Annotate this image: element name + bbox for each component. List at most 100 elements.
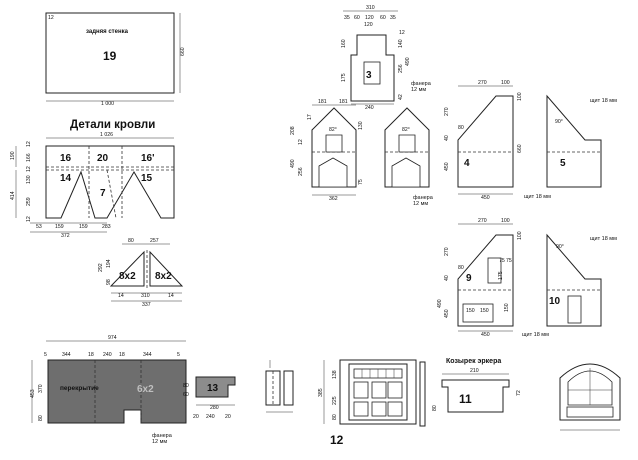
dim-roof-53: 53 bbox=[36, 224, 42, 230]
dim-p13-20a: 20 bbox=[193, 414, 199, 420]
canopy-outline bbox=[441, 379, 510, 413]
dim-roof-372: 372 bbox=[61, 233, 70, 239]
side-walls-9-10: 270 100 9 150 150 75 75 175 150 270 40 4… bbox=[437, 218, 617, 338]
dim-p13-60: 60 bbox=[183, 392, 189, 398]
dim-c-5b: 5 bbox=[177, 352, 180, 358]
dim-c-344a: 344 bbox=[62, 352, 71, 358]
part-12-win-f bbox=[387, 401, 403, 417]
dim-p3-42: 42 bbox=[398, 94, 404, 100]
bay-canopy-block: Козырек эркера 210 11 72 80 bbox=[432, 358, 522, 413]
part-14: 14 bbox=[60, 173, 72, 184]
side-wall-5-outline bbox=[546, 94, 602, 188]
shield-caption-1: щит 18 мм bbox=[524, 194, 551, 200]
small-detail-b bbox=[283, 370, 294, 406]
back-wall-part: 12 задняя стенка 19 1 000 660 bbox=[45, 12, 186, 107]
dim-e-385: 385 bbox=[318, 388, 324, 397]
part-9: 9 bbox=[466, 273, 472, 284]
dim-roof-12a: 12 bbox=[26, 141, 32, 147]
dim-s9-80: 80 bbox=[458, 265, 464, 271]
part-8x2-a: 8x2 bbox=[119, 271, 136, 282]
dim-p3-175: 175 bbox=[341, 73, 347, 82]
part-13: 13 bbox=[207, 383, 219, 394]
dim-roof-259: 259 bbox=[26, 197, 32, 206]
dim-e-72: 72 bbox=[516, 390, 522, 396]
dim-c-18b: 18 bbox=[119, 352, 125, 358]
dim-s9-150b: 150 bbox=[480, 308, 489, 314]
bay-canopy-heading: Козырек эркера bbox=[446, 358, 501, 365]
dim-r8-194: 194 bbox=[106, 259, 112, 268]
side-wall-9-opening bbox=[462, 303, 494, 323]
dim-r8-310: 310 bbox=[141, 293, 150, 299]
angle-90-a: 90° bbox=[555, 119, 563, 125]
shield-caption-4: щит 18 мм bbox=[590, 236, 617, 242]
part-12-win-c bbox=[387, 381, 403, 399]
part-15: 15 bbox=[141, 173, 153, 184]
part-12-side-strip bbox=[419, 361, 426, 427]
side-wall-10-outline bbox=[546, 233, 602, 327]
dim-f-130: 130 bbox=[358, 121, 364, 130]
dim-p3-120b: 120 bbox=[364, 22, 373, 28]
dim-p3-35b: 35 bbox=[390, 15, 396, 21]
dim-f-17: 17 bbox=[307, 114, 313, 120]
dim-c-370: 370 bbox=[38, 384, 44, 393]
dim-s9-270: 270 bbox=[478, 218, 487, 224]
side-wall-4-outline bbox=[457, 95, 514, 188]
part-10: 10 bbox=[549, 296, 561, 307]
part-3-block: 310 35 60 120 60 35 120 3 240 160 175 12… bbox=[341, 5, 432, 111]
dim-r8-14a: 14 bbox=[118, 293, 124, 299]
part-12-muntins bbox=[361, 369, 395, 378]
dim-p13-280: 280 bbox=[210, 405, 219, 411]
dim-f-181b: 181 bbox=[339, 99, 348, 105]
dim-p3-490: 490 bbox=[405, 57, 411, 66]
dim-s4-80: 80 bbox=[458, 125, 464, 131]
facade-right-door bbox=[391, 157, 421, 188]
side-wall-10-door bbox=[567, 295, 582, 324]
dim-p13-80: 80 bbox=[183, 383, 189, 389]
angle-82-a: 82° bbox=[329, 127, 337, 133]
side-walls-4-5: 270 100 4 270 40 450 80 100 660 450 щит … bbox=[444, 80, 617, 201]
dim-c-974: 974 bbox=[108, 335, 117, 341]
facade-left-door bbox=[318, 157, 348, 188]
roof-parts-sheet: 1 026 16 20 16' 14 7 15 190 414 12 166 1… bbox=[10, 132, 175, 239]
dim-roof-12b: 12 bbox=[26, 166, 32, 172]
dim-r8-14b: 14 bbox=[168, 293, 174, 299]
part-20: 20 bbox=[97, 153, 109, 164]
dim-roof-190: 190 bbox=[10, 151, 16, 160]
part-5: 5 bbox=[560, 158, 566, 169]
dim-r8-98: 98 bbox=[106, 279, 112, 285]
dim-s9-100v: 100 bbox=[517, 231, 523, 240]
part-16-prime: 16' bbox=[141, 153, 155, 164]
shield-caption-3: щит 18 мм bbox=[522, 332, 549, 338]
roof-parts-heading: Детали кровли bbox=[70, 119, 155, 131]
dim-f-75: 75 bbox=[358, 179, 364, 185]
dim-roof-414: 414 bbox=[10, 191, 16, 200]
dim-p3-160: 160 bbox=[341, 39, 347, 48]
part-8-left-outline bbox=[109, 250, 145, 287]
dim-s9-75b: 75 bbox=[506, 258, 512, 264]
dim-s9-490: 490 bbox=[437, 299, 443, 308]
dim-p3-120: 120 bbox=[365, 15, 374, 21]
dim-s9-75a: 75 bbox=[499, 258, 505, 264]
part-3-window bbox=[363, 61, 381, 85]
back-wall-outline bbox=[45, 12, 175, 94]
dim-e-80: 80 bbox=[432, 405, 438, 411]
ceiling-part: 974 5 344 18 240 18 344 5 перекрытие 6x2… bbox=[30, 335, 187, 445]
part-6x2: 6x2 bbox=[137, 384, 154, 395]
part-16: 16 bbox=[60, 153, 72, 164]
dim-c-5a: 5 bbox=[44, 352, 47, 358]
dim-f-256: 256 bbox=[298, 167, 304, 176]
dim-f-362: 362 bbox=[329, 196, 338, 202]
dim-e-80b: 80 bbox=[332, 414, 338, 420]
dim-p3-256: 256 bbox=[398, 64, 404, 73]
part-11: 11 bbox=[459, 392, 472, 406]
dim-roof-12c: 12 bbox=[26, 216, 32, 222]
dim-e-225: 225 bbox=[332, 396, 338, 405]
dim-s4-270v: 270 bbox=[444, 107, 450, 116]
dim-roof-159b: 159 bbox=[79, 224, 88, 230]
dim-e-138: 138 bbox=[332, 370, 338, 379]
angle-82-b: 82° bbox=[402, 127, 410, 133]
dim-s9-270v: 270 bbox=[444, 247, 450, 256]
dim-roof-159a: 159 bbox=[55, 224, 64, 230]
dim-s9-450v: 450 bbox=[444, 309, 450, 318]
